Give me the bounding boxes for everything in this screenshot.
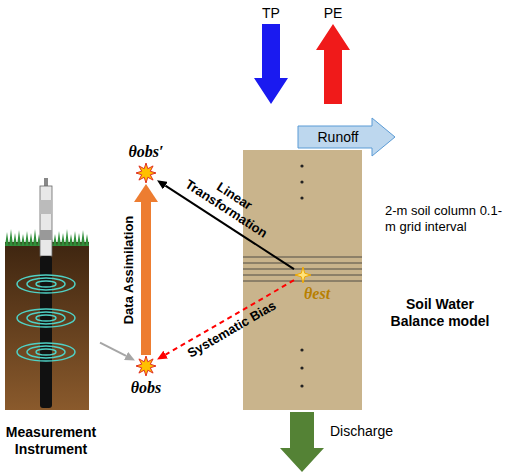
discharge-arrow bbox=[280, 412, 324, 472]
evaporation-arrow bbox=[316, 24, 350, 104]
connector-arrow bbox=[141, 202, 151, 355]
flux-label: Runoff bbox=[318, 129, 359, 146]
flux-label: TP bbox=[262, 5, 280, 22]
precipitation-arrow bbox=[254, 24, 288, 104]
sensor-ring bbox=[36, 315, 56, 321]
sensor-rings bbox=[17, 275, 75, 361]
sensor-ring bbox=[17, 309, 75, 327]
instrument-label: Measurement Instrument bbox=[2, 424, 100, 458]
flux-label: PE bbox=[324, 5, 343, 22]
variable-label: θobs′ bbox=[128, 142, 163, 161]
observation-star: θobs bbox=[135, 355, 157, 377]
star-shape bbox=[135, 355, 157, 377]
dot bbox=[300, 348, 303, 351]
dot bbox=[300, 180, 303, 183]
variable-label: θest bbox=[304, 284, 330, 303]
soil-column bbox=[243, 150, 362, 410]
star-mark bbox=[136, 356, 156, 376]
soil-ground bbox=[5, 242, 89, 410]
instrument-node: Measurement Instrument bbox=[2, 176, 100, 460]
edge-label: Data Assimilation bbox=[122, 215, 137, 324]
probe-head bbox=[40, 186, 52, 256]
observation-star: θobs′ bbox=[135, 162, 157, 184]
column-note: 2-m soil column 0.1-m grid interval bbox=[385, 203, 505, 234]
grid-line bbox=[243, 263, 362, 264]
sensor-ring bbox=[17, 275, 75, 293]
sensor-ring bbox=[27, 278, 65, 290]
connector-arrow bbox=[100, 343, 126, 356]
flux-label: Discharge bbox=[330, 423, 393, 440]
runoff-arrow bbox=[298, 118, 395, 156]
dot bbox=[300, 366, 303, 369]
sensor-ring bbox=[36, 281, 56, 287]
dot bbox=[300, 164, 303, 167]
sensor-ring bbox=[27, 312, 65, 324]
star-shape bbox=[294, 266, 312, 284]
probe-band bbox=[40, 230, 52, 240]
model-title: Soil Water Balance model bbox=[385, 296, 495, 330]
dot bbox=[300, 196, 303, 199]
probe-band bbox=[40, 200, 52, 214]
star-shape bbox=[135, 162, 157, 184]
estimate-star: θest bbox=[294, 266, 312, 284]
grid-line bbox=[243, 257, 362, 258]
soil-column-node: 2-m soil column 0.1-m grid intervalSoil … bbox=[243, 150, 362, 410]
sensor-ring bbox=[27, 346, 65, 358]
sensor-ring bbox=[36, 349, 56, 355]
connector-arrow bbox=[166, 280, 294, 354]
star-mark bbox=[295, 267, 311, 283]
dot bbox=[300, 384, 303, 387]
star-mark bbox=[136, 163, 156, 183]
sensor-ring bbox=[17, 343, 75, 361]
variable-label: θobs bbox=[131, 378, 162, 397]
